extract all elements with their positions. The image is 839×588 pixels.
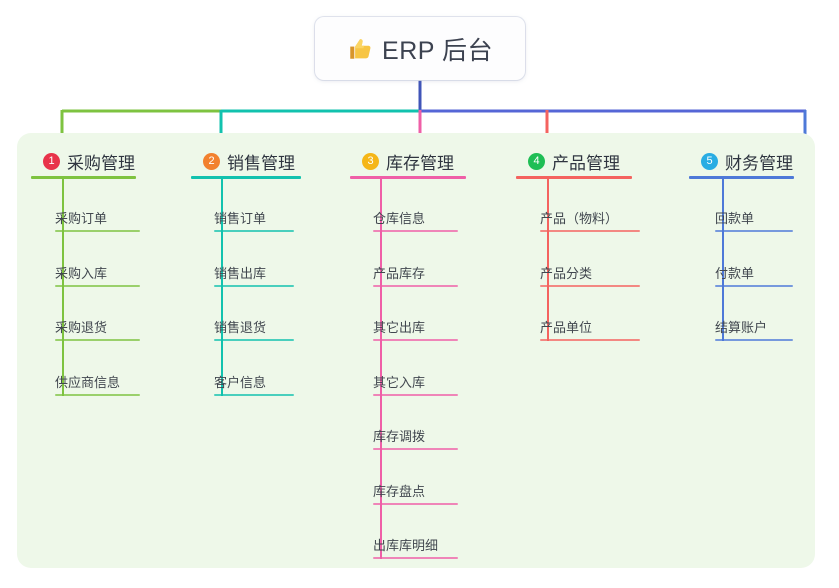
leaf-item-label: 结算账户 [715,320,768,335]
column-badge-1: 1 [43,153,60,170]
leaf-item-label: 客户信息 [214,374,267,390]
leaf-item-label: 出库库明细 [373,538,439,553]
leaf-item[interactable]: 供应商信息 [55,370,140,396]
leaf-item-label: 产品单位 [540,320,593,335]
leaf-item-label: 其它出库 [373,320,426,335]
column-header-rule-1 [31,176,136,179]
leaf-item-label: 回款单 [715,211,755,226]
leaf-item-rule [715,339,793,341]
root-title-label: ERP 后台 [382,36,493,65]
column-header-rule-2 [191,176,301,179]
leaf-item[interactable]: 其它出库 [373,315,458,341]
leaf-item-label: 供应商信息 [55,374,121,390]
leaf-item-rule [55,339,140,341]
leaf-item-label: 库存调拨 [373,429,426,444]
leaf-item[interactable]: 库存盘点 [373,479,458,505]
leaf-item-label: 产品（物料） [540,211,619,226]
leaf-item[interactable]: 库存调拨 [373,424,458,450]
column-header-3[interactable]: 3 库存管理 [362,149,454,174]
leaf-item[interactable]: 回款单 [715,206,793,232]
content-panel [17,133,815,568]
leaf-item-rule [214,230,294,232]
leaf-item-rule [55,284,140,287]
leaf-item-label: 库存盘点 [373,483,426,499]
column-header-5[interactable]: 5 财务管理 [701,149,793,174]
leaf-item[interactable]: 产品分类 [540,261,640,287]
column-spine-4 [547,178,549,341]
column-title-label: 产品管理 [552,154,620,173]
leaf-item[interactable]: 销售订单 [214,206,294,232]
leaf-item-rule [373,339,458,341]
leaf-item-rule [373,230,458,232]
column-badge-5: 5 [701,153,718,170]
leaf-item[interactable]: 销售出库 [214,261,294,287]
leaf-item-rule [214,284,294,287]
column-spine-5 [722,178,724,341]
leaf-item-rule [55,393,140,396]
leaf-item-rule [540,230,640,232]
leaf-item-rule [373,448,458,450]
leaf-item-rule [715,284,793,287]
leaf-item[interactable]: 其它入库 [373,370,458,396]
leaf-item-label: 采购退货 [55,320,108,335]
column-header-1[interactable]: 1 采购管理 [43,149,135,174]
leaf-item-label: 产品库存 [373,265,426,281]
column-title-label: 采购管理 [67,154,135,173]
column-title-label: 库存管理 [386,154,454,173]
leaf-item-label: 其它入库 [373,374,426,390]
leaf-item-rule [55,230,140,232]
leaf-item-label: 仓库信息 [373,211,426,226]
column-badge-2: 2 [203,153,220,170]
leaf-item[interactable]: 仓库信息 [373,206,458,232]
leaf-item[interactable]: 采购订单 [55,206,140,232]
column-spine-1 [62,178,64,396]
leaf-item-rule [373,557,458,559]
column-header-2[interactable]: 2 销售管理 [203,149,295,174]
leaf-item-rule [214,393,294,396]
column-header-4[interactable]: 4 产品管理 [528,149,620,174]
leaf-item-label: 销售退货 [214,320,267,335]
leaf-item-rule [715,230,793,232]
leaf-item[interactable]: 产品库存 [373,261,458,287]
leaf-item-label: 采购订单 [55,211,108,226]
thumbs-up-icon [350,39,371,59]
leaf-item-rule [373,502,458,505]
leaf-item-rule [540,339,640,341]
leaf-item-rule [214,339,294,341]
leaf-item[interactable]: 出库库明细 [373,533,458,559]
column-spine-3 [380,178,382,559]
column-badge-4: 4 [528,153,545,170]
leaf-item-label: 付款单 [715,265,755,281]
column-title-label: 销售管理 [227,154,295,173]
leaf-item-label: 销售订单 [214,211,267,226]
leaf-item[interactable]: 客户信息 [214,370,294,396]
leaf-item-rule [540,284,640,287]
leaf-item[interactable]: 结算账户 [715,315,793,341]
leaf-item[interactable]: 采购入库 [55,261,140,287]
root-title-card[interactable]: ERP 后台 [315,17,525,80]
leaf-item-rule [373,284,458,287]
leaf-item-rule [373,393,458,396]
column-title-label: 财务管理 [725,154,793,173]
column-spine-2 [221,178,223,396]
leaf-item[interactable]: 付款单 [715,261,793,287]
leaf-item-label: 采购入库 [55,265,108,281]
leaf-item-label: 产品分类 [540,265,593,281]
leaf-item-label: 销售出库 [214,265,267,281]
leaf-item[interactable]: 采购退货 [55,315,140,341]
column-header-rule-3 [350,176,466,179]
column-header-rule-5 [689,176,794,179]
leaf-item[interactable]: 销售退货 [214,315,294,341]
leaf-item[interactable]: 产品（物料） [540,206,640,232]
leaf-item[interactable]: 产品单位 [540,315,640,341]
column-header-rule-4 [516,176,632,179]
column-badge-3: 3 [362,153,379,170]
